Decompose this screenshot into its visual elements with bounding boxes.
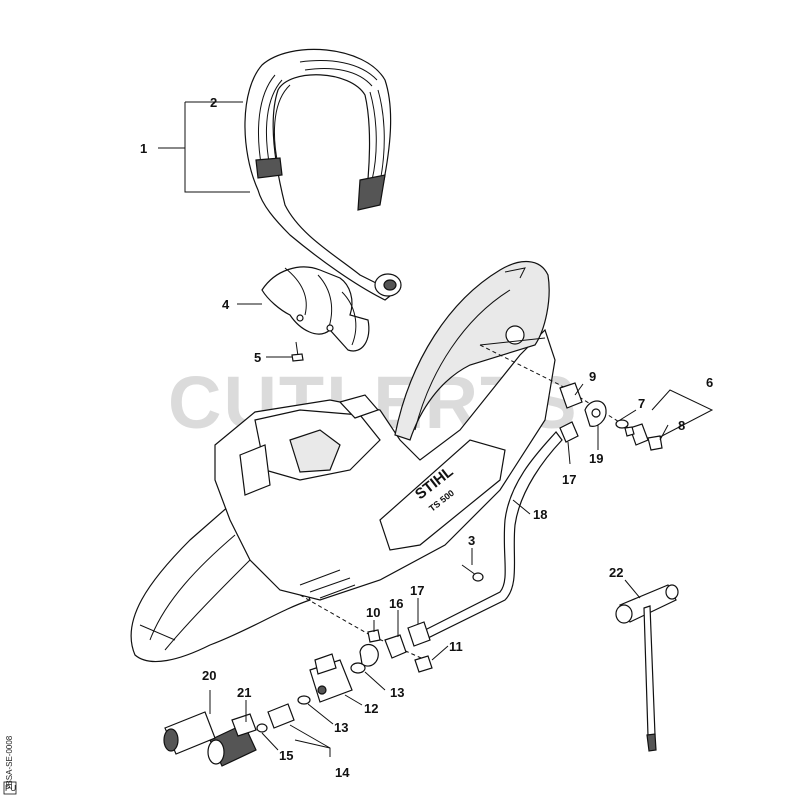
- callouts: 1 2 3 4 5 6 7 8 9 10 11 12 13 13 14 15 1…: [140, 95, 713, 780]
- handlebar-part-1: [244, 48, 402, 301]
- callout-9: 9: [589, 369, 596, 384]
- callout-20: 20: [202, 668, 216, 683]
- callout-15: 15: [279, 748, 293, 763]
- tool-part-22: [615, 584, 679, 752]
- callout-2: 2: [210, 95, 217, 110]
- callout-21: 21: [237, 685, 251, 700]
- callout-5: 5: [254, 350, 261, 365]
- callout-14: 14: [335, 765, 350, 780]
- callout-11: 11: [449, 639, 463, 654]
- callout-16: 16: [389, 596, 403, 611]
- drawing-code: 7BSA-SE-0008: [5, 735, 14, 790]
- callout-22: 22: [609, 565, 623, 580]
- callout-1: 1: [140, 141, 147, 156]
- water-kit-upper: [479, 344, 663, 451]
- callout-17a: 17: [410, 583, 424, 598]
- callout-8: 8: [678, 418, 685, 433]
- callout-17b: 17: [562, 472, 576, 487]
- drawing-badge: PU: [5, 784, 16, 793]
- callout-13a: 13: [390, 685, 404, 700]
- mount-part-4: [261, 266, 370, 352]
- callout-18: 18: [533, 507, 547, 522]
- callout-13b: 13: [334, 720, 348, 735]
- hose-part-18: [424, 431, 563, 639]
- leader-lines: [158, 101, 714, 757]
- callout-6: 6: [706, 375, 713, 390]
- screw-part-5: [291, 341, 304, 362]
- callout-4: 4: [222, 297, 230, 312]
- callout-12: 12: [364, 701, 378, 716]
- callout-7: 7: [638, 396, 645, 411]
- water-kit-lower: [163, 594, 433, 767]
- cutter-housing: STIHL TS 500: [130, 261, 556, 663]
- callout-3: 3: [468, 533, 475, 548]
- screw-part-3: [461, 564, 484, 582]
- callout-10: 10: [366, 605, 380, 620]
- drawing-badge-box: [3, 781, 17, 795]
- callout-19: 19: [589, 451, 603, 466]
